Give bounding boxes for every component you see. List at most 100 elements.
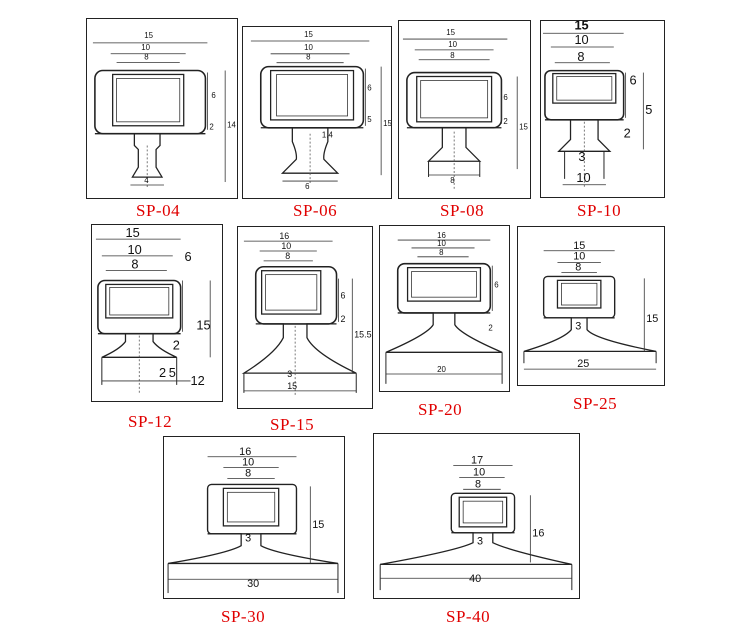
dim-neck: 3 [287,369,292,379]
dim-base: 15 [287,381,297,391]
dim-h1: 6 [367,83,372,92]
dim-h1: 15 [312,519,324,531]
dim-overall: 15 [446,28,455,37]
diagram-panel-sp-12: 15 10 8 6 15 2 2 5 12 [91,224,223,402]
dim-base: 6 [305,182,310,191]
dim-neck: 3 [477,536,483,548]
diagram-panel-sp-30: 16 10 8 15 3 30 [163,436,345,599]
model-label: SP-08 [440,201,485,220]
dim-inner: 8 [131,257,138,272]
dim-inner: 8 [475,478,481,490]
suction-cup-drawing: 17 10 8 16 3 40 [379,455,573,591]
dim-mid: 10 [448,40,457,49]
dim-overall: 15 [574,21,588,32]
diagram-panel-sp-04: 15 10 8 6 2 14 4 [86,18,238,199]
dim-overall: 15 [304,30,313,39]
dim-overall: 15 [125,225,139,240]
dim-base: 8 [450,176,455,185]
suction-cup-drawing: 15 10 8 6 5 15 1.4 6 [250,30,391,191]
dim-neck: 3 [578,149,585,164]
dim-h1: 15 [646,313,658,325]
dim-h3: 15 [519,123,528,132]
suction-cup-drawing: 15 10 8 6 15 2 2 5 12 [95,225,211,393]
dim-neck: 1.4 [322,131,334,140]
model-label: SP-40 [446,607,491,626]
dim-overall: 16 [437,231,446,240]
dim-h2: 2 [209,123,213,132]
diagram-panel-sp-20: 16 10 8 6 2 20 [379,225,510,392]
dim-mid: 10 [281,241,291,251]
dim-overall: 15 [573,240,585,252]
dim-mid: 10 [574,32,588,47]
model-label: SP-04 [136,201,181,220]
dim-base: 10 [576,170,590,185]
dim-mid: 10 [242,457,254,469]
model-label: SP-25 [573,394,618,413]
dim-h3: 2 [624,126,631,141]
suction-cup-drawing: 16 10 8 6 2 20 [385,231,503,384]
model-label: SP-20 [418,400,463,419]
model-label: SP-30 [221,607,266,626]
diagram-panel-sp-08: 15 10 8 6 2 15 8 [398,20,531,199]
dim-mid: 10 [304,43,313,52]
dim-inner: 8 [439,248,444,257]
dim-h1: 6 [503,93,508,102]
model-label: SP-15 [270,415,315,434]
dim-mid: 10 [573,251,585,263]
dim-h2: 2 [503,117,507,126]
dim-h2: 2 [488,324,492,333]
dim-h2: 5 [367,115,372,124]
model-label: SP-10 [577,201,622,220]
dim-mid: 10 [141,43,150,52]
suction-cup-drawing: 16 10 8 6 2 15.5 3 15 [241,231,372,397]
dim-overall: 15 [144,31,153,40]
dim-base: 4 [144,176,149,185]
dim-base: 40 [469,573,481,585]
dim-h2: 15 [196,318,210,333]
dim-h1: 16 [532,528,544,540]
model-label: SP-12 [128,412,173,431]
suction-cup-drawing: 16 10 8 15 3 30 [167,446,339,594]
dim-inner: 8 [450,51,455,60]
dim-neck: 3 [245,533,251,545]
diagram-panel-sp-06: 15 10 8 6 5 15 1.4 6 [242,26,392,199]
dim-inner: 8 [285,251,290,261]
suction-cup-drawing: 15 10 8 15 3 25 [523,240,658,370]
dim-overall: 17 [471,455,483,467]
dim-overall: 16 [239,446,251,458]
dim-inner: 8 [575,261,581,273]
dim-h3: 14 [227,121,236,130]
dim-h2: 5 [645,102,652,117]
dim-mid: 10 [473,466,485,478]
suction-cup-drawing: 15 10 8 6 2 14 4 [92,31,237,189]
dim-base: 25 [577,358,589,370]
dim-base: 20 [437,365,446,374]
dim-inner: 8 [306,53,311,62]
dim-h1: 6 [340,290,345,300]
dim-base: 12 [190,373,204,388]
model-label: SP-06 [293,201,338,220]
dim-h1: 6 [185,249,192,264]
diagram-panel-sp-10: 15 10 8 6 5 2 3 10 [540,20,665,198]
dim-neck: 2 [159,365,166,380]
diagram-panel-sp-15: 16 10 8 6 2 15.5 3 15 [237,226,373,409]
suction-cup-drawing: 15 10 8 6 2 15 8 [402,28,529,189]
diagram-panel-sp-25: 15 10 8 15 3 25 [517,226,665,386]
suction-cup-drawing: 15 10 8 6 5 2 3 10 [542,21,652,187]
dim-inner: 8 [245,468,251,480]
dim-neck2: 5 [169,365,176,380]
dim-h3: 15.5 [354,330,371,340]
dim-h1: 6 [630,72,637,87]
dim-mid: 10 [437,239,446,248]
diagram-panel-sp-40: 17 10 8 16 3 40 [373,433,580,599]
dim-inner: 8 [144,53,149,62]
dim-h3: 2 [173,337,180,352]
dim-inner: 8 [577,49,584,64]
dim-neck: 3 [575,321,581,333]
dim-overall: 16 [279,231,289,241]
dim-h1: 6 [211,91,216,100]
dim-mid: 10 [127,242,141,257]
dim-base: 30 [247,578,259,590]
dim-h2: 2 [340,314,345,324]
dim-h1: 6 [494,280,499,289]
